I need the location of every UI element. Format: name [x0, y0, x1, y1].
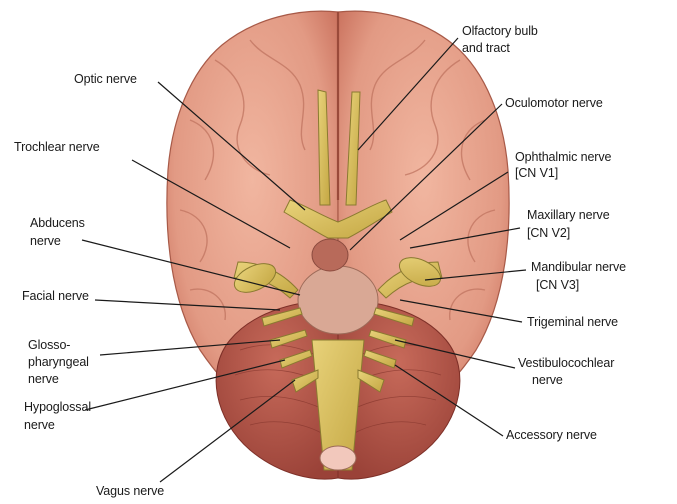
ophthalmic-nerve-label-line2: [CN V1]: [515, 166, 558, 181]
mandibular-nerve-label-line1: Mandibular nerve: [531, 260, 626, 275]
maxillary-nerve-label-line2: [CN V2]: [527, 226, 570, 241]
facial-nerve-label: Facial nerve: [22, 289, 89, 304]
olfactory-bulb-label-line1: Olfactory bulb: [462, 24, 538, 39]
trochlear-nerve-label: Trochlear nerve: [14, 140, 100, 155]
vestibulocochlear-nerve-label-line1: Vestibulocochlear: [518, 356, 614, 371]
mandibular-nerve-label-line2: [CN V3]: [536, 278, 579, 293]
trigeminal-nerve-label: Trigeminal nerve: [527, 315, 618, 330]
accessory-nerve-label: Accessory nerve: [506, 428, 597, 443]
abducens-nerve-label-line2: nerve: [30, 234, 61, 249]
oculomotor-nerve-label: Oculomotor nerve: [505, 96, 603, 111]
hypoglossal-nerve-label-line2: nerve: [24, 418, 55, 433]
olfactory-bulb-label-line2: and tract: [462, 41, 510, 56]
optic-nerve-label: Optic nerve: [74, 72, 137, 87]
spinal-cord-section: [320, 446, 356, 470]
maxillary-nerve-label-line1: Maxillary nerve: [527, 208, 610, 223]
vagus-nerve-label: Vagus nerve: [96, 484, 164, 499]
ophthalmic-nerve-label-line1: Ophthalmic nerve: [515, 150, 611, 165]
abducens-nerve-label-line1: Abducens: [30, 216, 85, 231]
vestibulocochlear-nerve-label-line2: nerve: [532, 373, 563, 388]
glossopharyngeal-nerve-label-line2: pharyngeal: [28, 355, 89, 370]
hypoglossal-nerve-label-line1: Hypoglossal: [24, 400, 91, 415]
glossopharyngeal-nerve-label-line1: Glosso-: [28, 338, 70, 353]
glossopharyngeal-nerve-label-line3: nerve: [28, 372, 59, 387]
